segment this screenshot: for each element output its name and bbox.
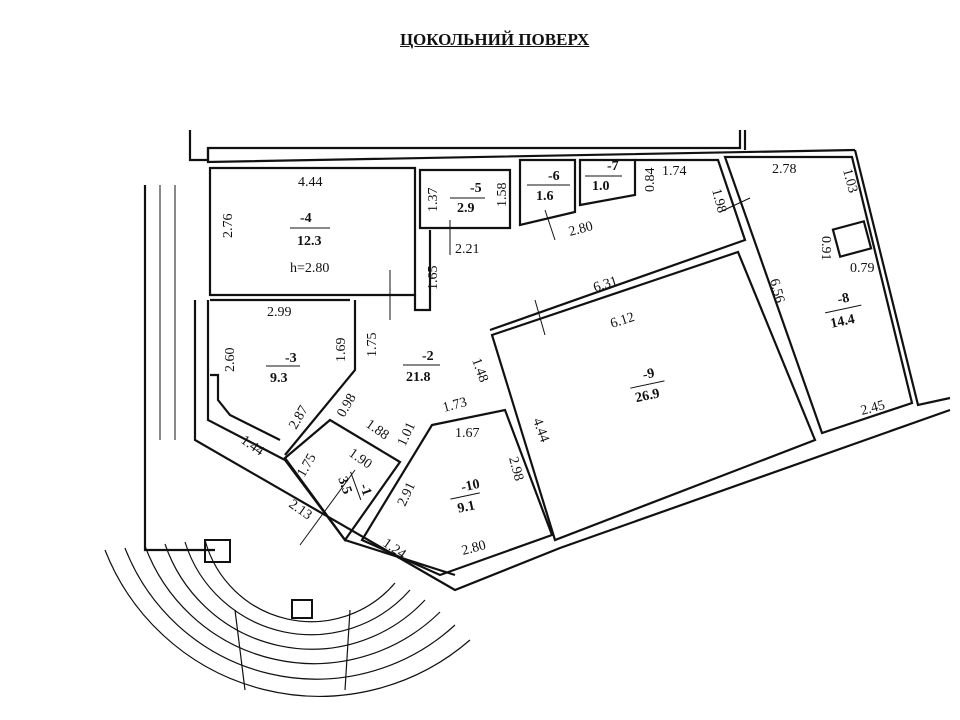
dimension: 1.98 (708, 187, 729, 215)
room-number: -5 (470, 181, 482, 196)
dimension: 0.79 (850, 261, 875, 276)
dimension-labels: 4.44 2.76 1.37 1.58 2.21 1.65 2.80 0.84 … (221, 162, 887, 562)
dimension: 1.48 (468, 356, 490, 384)
room-8-label: -8 14.4 (824, 291, 862, 332)
room-7-label: -71.0 (585, 159, 622, 194)
room-3-label: -39.3 (266, 351, 300, 386)
floor-title: ЦОКОЛЬНИЙ ПОВЕРХ (400, 30, 590, 49)
dimension: 2.13 (286, 497, 315, 523)
room-area: 26.9 (634, 386, 661, 406)
dimension: 1.03 (839, 167, 860, 195)
room-area: 14.4 (829, 312, 856, 332)
dimension: 1.75 (365, 333, 380, 358)
dimension: 6.56 (766, 277, 787, 305)
dimension: 1.69 (334, 338, 349, 363)
room-number: -7 (607, 159, 619, 174)
room-number: -4 (300, 211, 312, 226)
room-1-label: -13.5 (334, 471, 374, 501)
room-area: 1.0 (592, 179, 610, 194)
dimension: 0.84 (643, 168, 658, 193)
dimension: 4.44 (298, 175, 323, 190)
dimension: 2.99 (267, 305, 292, 320)
dimension: 1.67 (455, 426, 480, 441)
room-10-label: -109.1 (450, 477, 481, 517)
room-number: -3 (285, 351, 297, 366)
room-area: 1.6 (536, 189, 554, 204)
dimension: 1.58 (495, 183, 510, 208)
dimension: 2.91 (395, 480, 419, 509)
room-number: -1 (356, 482, 374, 498)
room-labels: -412.3 h=2.80 -52.9 -61.6 -71.0 -814.4 -… (266, 159, 862, 517)
dimension: 2.60 (223, 348, 238, 373)
dimension: 0.91 (818, 236, 833, 261)
room-6-label: -61.6 (527, 169, 570, 204)
dimension: 6.12 (609, 310, 637, 332)
room-number: -8 (836, 291, 851, 308)
dimension: 2.78 (772, 162, 797, 177)
dimension: 1.01 (395, 420, 419, 449)
room-2-label: -2 21.8 (403, 349, 440, 385)
room-number: -2 (422, 349, 434, 364)
ceiling-height: h=2.80 (290, 261, 329, 276)
room-5-label: -52.9 (450, 181, 485, 216)
dimension: 2.45 (859, 398, 887, 419)
room-area: 2.9 (457, 201, 475, 216)
dimension: 2.80 (460, 538, 488, 559)
dimension: 6.31 (592, 274, 620, 296)
dimension: 2.76 (221, 214, 236, 239)
dimension: 1.37 (426, 188, 441, 213)
room-area: 12.3 (297, 234, 322, 249)
dimension: 1.88 (363, 417, 392, 443)
dimension: 1.74 (662, 164, 687, 179)
room-4-label: -4 12.3 (290, 211, 330, 249)
dimension: 1.73 (441, 395, 469, 416)
room-number: -6 (548, 169, 560, 184)
room-number: -10 (460, 477, 481, 496)
dimension: 0.98 (334, 391, 359, 420)
dimension: 2.98 (505, 455, 526, 483)
dimension: 4.44 (529, 416, 551, 444)
dimension: 1.75 (294, 451, 319, 480)
room-area: 9.1 (456, 498, 476, 516)
entrance-stairs (104, 539, 471, 697)
room-area: 3.5 (334, 475, 354, 497)
walls (143, 130, 951, 592)
dimension: 2.80 (567, 219, 595, 240)
room-area: 9.3 (270, 371, 288, 386)
room-number: -9 (641, 366, 656, 383)
dimension: 1.90 (346, 446, 375, 472)
room-area: 21.8 (406, 370, 431, 385)
dimension: 1.65 (426, 266, 441, 291)
room-9-label: -9 26.9 (630, 366, 665, 406)
dimension: 2.21 (455, 242, 480, 257)
